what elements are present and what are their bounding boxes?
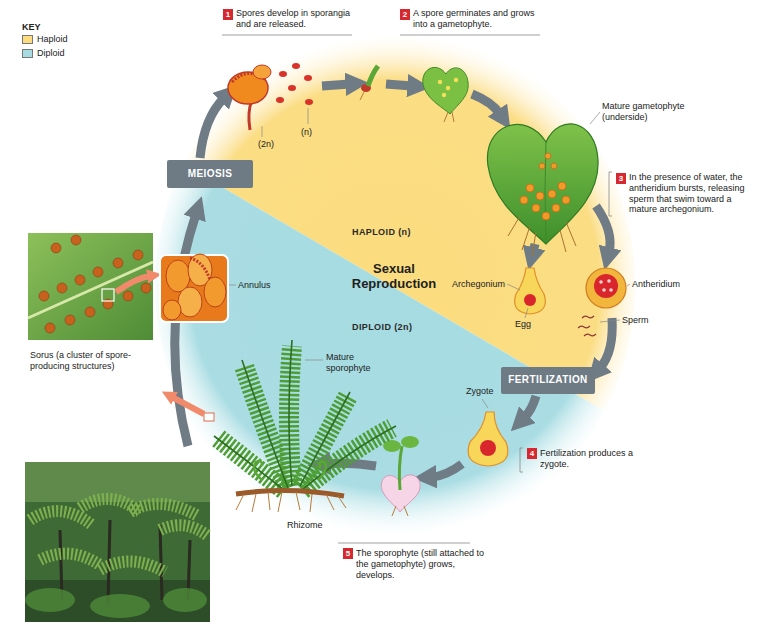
legend-label: Diploid: [37, 48, 65, 59]
legend-title: KEY: [22, 22, 41, 33]
stage-box: MEIOSIS: [167, 160, 253, 188]
callout-number: 4: [527, 448, 537, 459]
part-label: Antheridium: [632, 279, 680, 290]
callout-text: In the presence of water, the antheridiu…: [629, 172, 761, 215]
callout-text: A spore germinates and grows into a game…: [413, 8, 538, 30]
legend-swatch: [22, 35, 33, 44]
callout-number: 5: [343, 548, 353, 559]
center-title: Sexual Reproduction: [344, 262, 444, 292]
part-label: Sperm: [622, 315, 649, 326]
phase-label: DIPLOID (2n): [352, 322, 412, 333]
legend-swatch: [22, 49, 33, 58]
legend-label: Haploid: [37, 34, 68, 45]
phase-label: HAPLOID (n): [352, 227, 411, 238]
callout-number: 2: [400, 9, 410, 20]
part-label: Archegonium: [452, 279, 505, 290]
stage-label: MEIOSIS: [188, 168, 232, 180]
callout-text: Fertilization produces a zygote.: [540, 448, 640, 470]
part-label: Sorus (a cluster of spore-producing stru…: [30, 350, 155, 372]
part-label: Annulus: [238, 280, 271, 291]
ploidy-label: (n): [301, 127, 312, 138]
part-label: Egg: [515, 319, 531, 330]
stage-box: FERTILIZATION: [501, 367, 595, 394]
part-label: Mature gametophyte (underside): [602, 101, 692, 123]
ploidy-label: (2n): [258, 139, 274, 150]
callout-number: 3: [616, 173, 626, 184]
stage-label: FERTILIZATION: [508, 374, 587, 386]
callout-text: The sporophyte (still attached to the ga…: [356, 548, 486, 580]
callout-number: 1: [223, 9, 233, 20]
part-label: Rhizome: [287, 520, 323, 531]
callout-text: Spores develop in sporangia and are rele…: [236, 8, 354, 30]
part-label: Zygote: [466, 386, 494, 397]
part-label: Mature sporophyte: [326, 352, 378, 374]
